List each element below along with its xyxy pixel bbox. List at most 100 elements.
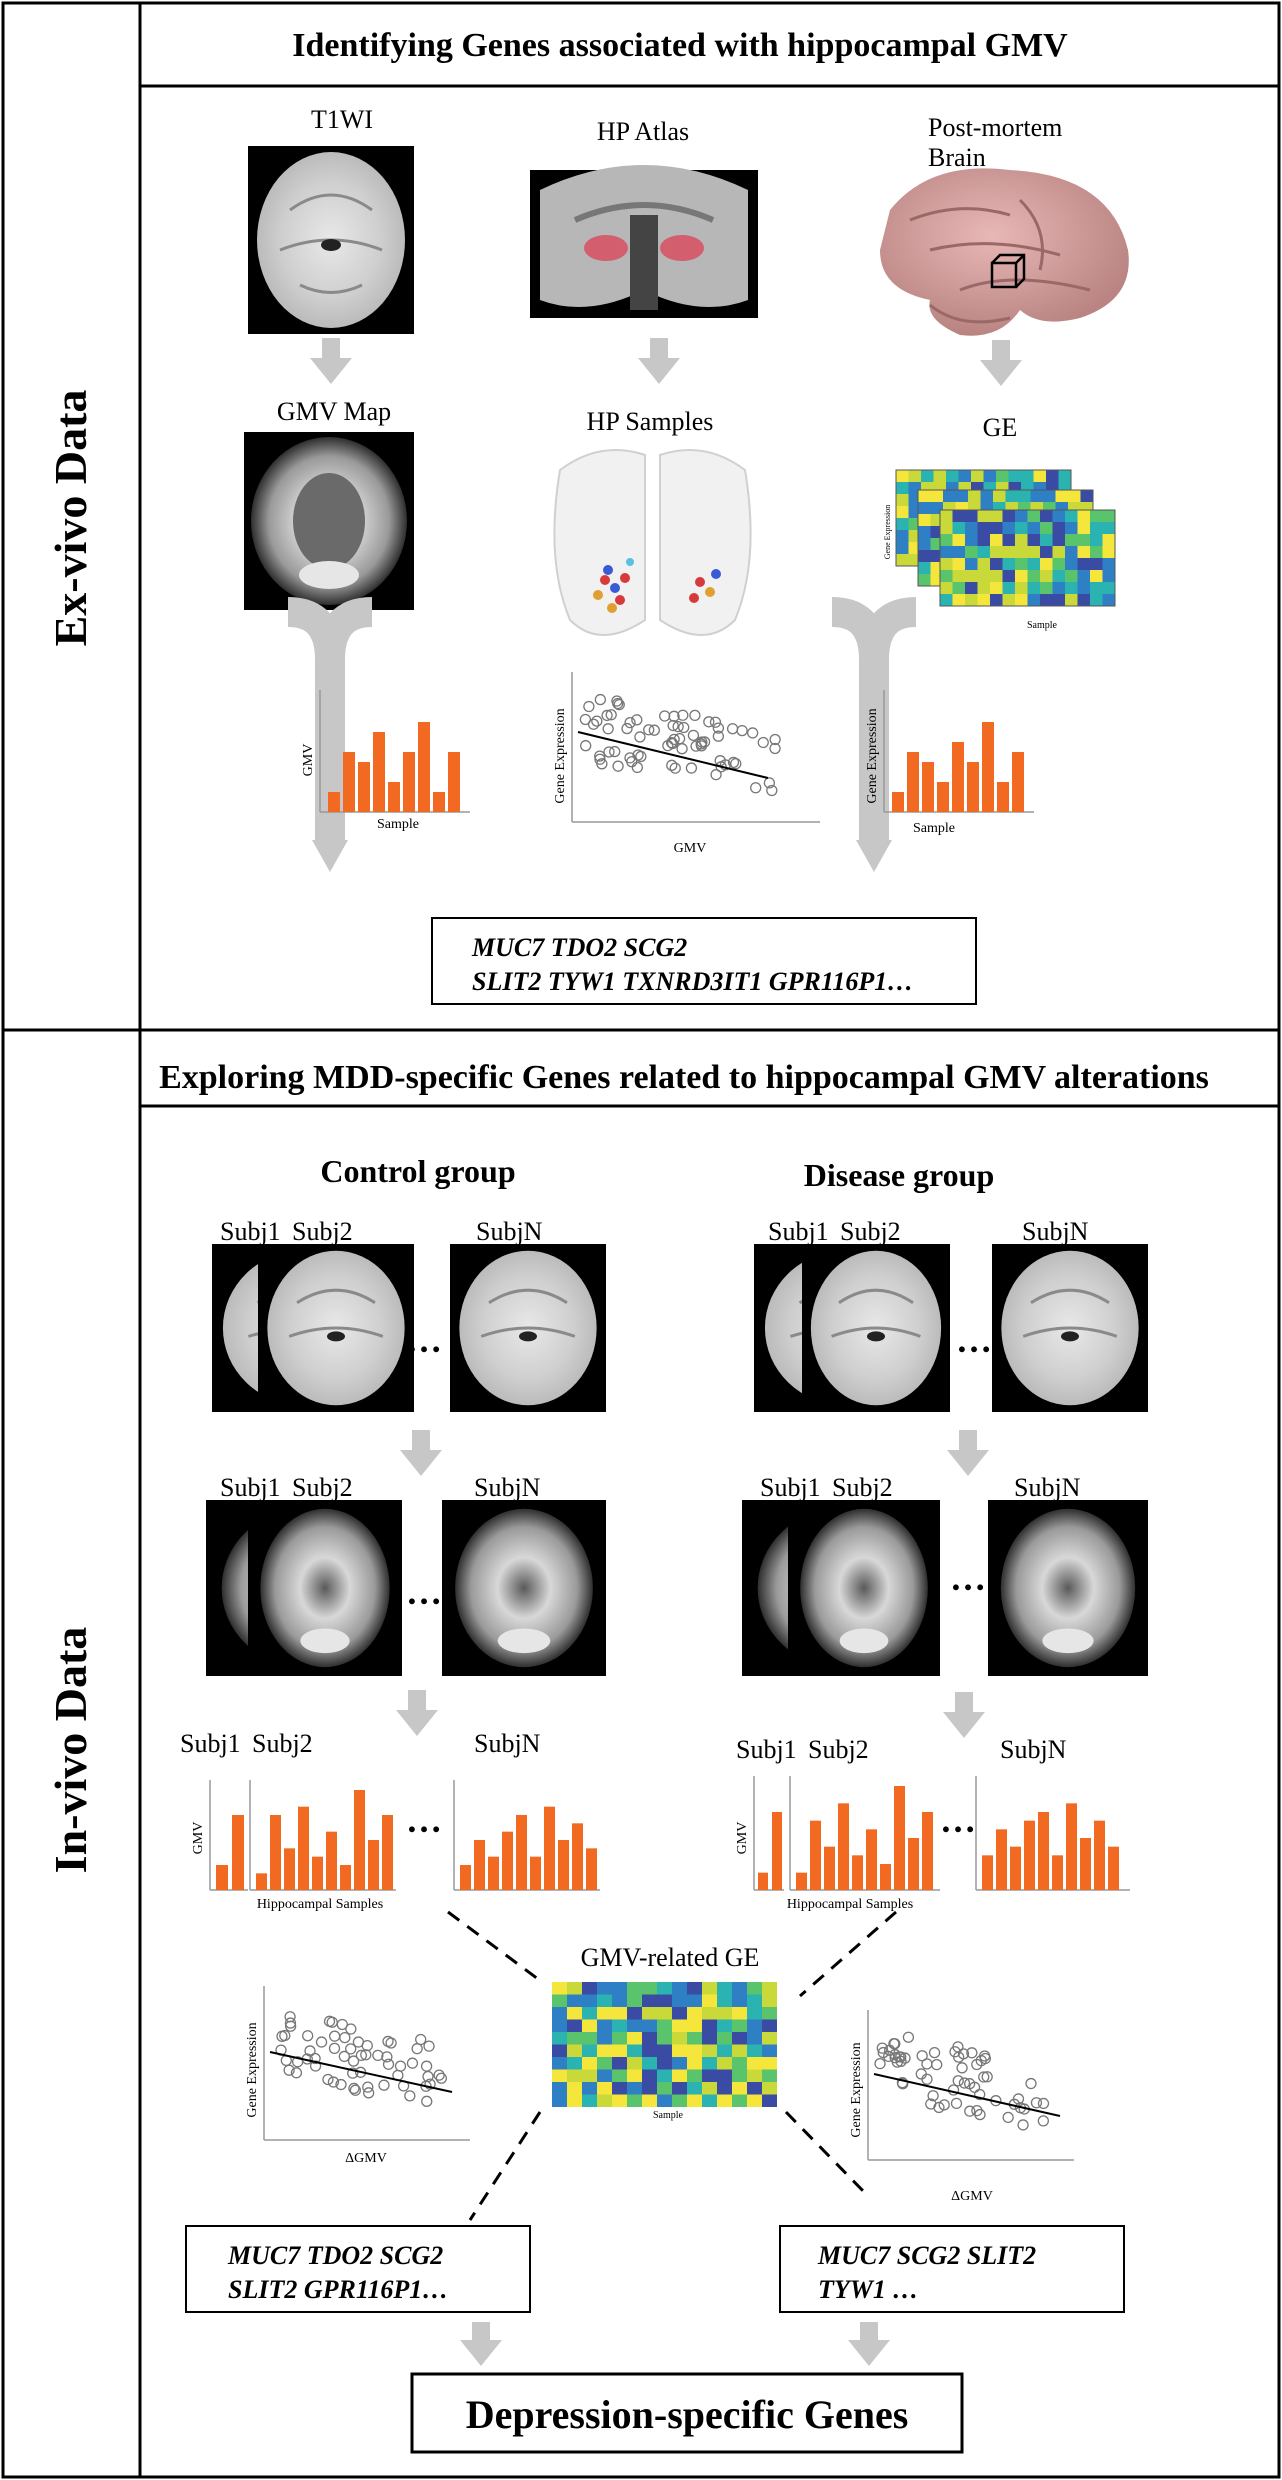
gmv-related-ge-cell [552, 1994, 567, 2007]
scatter-point [322, 2073, 334, 2086]
ge-stack-3-cell [977, 522, 990, 534]
scatter-point [891, 2056, 903, 2068]
ge-stack-3-cell [1040, 510, 1053, 522]
scatter-point [361, 2039, 373, 2052]
ge-stack-3-cell [1040, 570, 1053, 582]
control-sn-bar [586, 1848, 597, 1890]
gmv-related-ge-cell [567, 2044, 582, 2057]
ge-stack-3-cell [1077, 546, 1090, 558]
ge-stack-1-cell [971, 470, 984, 482]
scatter-point [602, 723, 614, 735]
scatter-point [594, 693, 607, 706]
scatter-point [591, 715, 603, 727]
ge-stack-3-cell [1102, 594, 1115, 606]
gmv-related-ge-cell [597, 2019, 612, 2032]
scatter-point [276, 2030, 288, 2042]
scatter-point [709, 716, 722, 728]
ge-stack-3-cell [1015, 594, 1028, 606]
gmv-related-ge-cell [642, 2094, 657, 2107]
control-subj2-t1-ventricle [327, 1331, 345, 1342]
ge-stack-3-cell [1090, 570, 1103, 582]
gmv-related-ge-cell [552, 1982, 567, 1995]
disease-s2-bar [838, 1803, 849, 1890]
scatter-point [345, 2043, 357, 2055]
scatter-point [601, 709, 613, 722]
ge-stack-3-cell [940, 522, 953, 534]
ge-stack-3-cell [965, 546, 978, 558]
scatter-point [435, 2072, 448, 2084]
gmv-related-ge-cell [687, 2032, 702, 2045]
ge-stack-1-cell [896, 518, 909, 530]
control-subj1-label-r1: Subj1 [220, 1217, 281, 1246]
exvivo-side-label: Ex-vivo Data [45, 390, 96, 647]
scatter-point [974, 2088, 986, 2101]
ge-stack-3-cell [965, 594, 978, 606]
scatter-point [587, 718, 600, 730]
scatter-point [596, 758, 608, 770]
gmv-related-ge-cell [582, 2057, 597, 2070]
ge-stack-3-cell [1065, 594, 1078, 606]
gmv-related-ge-cell [702, 2069, 717, 2082]
gmv-related-ge-cell [597, 2007, 612, 2020]
gmv-related-ge-cell [747, 2019, 762, 2032]
disease-subjn-label-r2: SubjN [1014, 1473, 1081, 1502]
gmv-related-ge-cell [612, 2082, 627, 2095]
scatter-point [624, 716, 636, 729]
control-subjn-t1-gyri [480, 1288, 576, 1338]
gmv-related-ge-cell [567, 1994, 582, 2007]
gmv-related-ge-cell [732, 2069, 747, 2082]
scatter-point [667, 719, 679, 732]
gmv-related-ge-cell [642, 2069, 657, 2082]
scatter-point [668, 733, 680, 746]
ge-stack-3-cell [940, 570, 953, 582]
gmv-related-ge-cell [582, 2032, 597, 2045]
right-scatter-xlabel: ΔGMV [951, 2189, 993, 2204]
ge-stack-3-cell [1090, 582, 1103, 594]
scatter-point [284, 2020, 297, 2032]
ge-stack-3-cell [1090, 558, 1103, 570]
hp-sample-dots-left [593, 558, 634, 613]
gmv-related-ge-cell [687, 2094, 702, 2107]
gmv-related-ge-cell [702, 2007, 717, 2020]
scatter-point [621, 722, 633, 735]
ge-stack-3-cell [1002, 510, 1015, 522]
ge-stack-3-cell [1065, 522, 1078, 534]
ge-stack-3-cell [977, 534, 990, 546]
gmv-related-ge-cell [567, 2019, 582, 2032]
scatter-point [928, 2046, 941, 2059]
ge-stack-3-cell [940, 582, 953, 594]
ge-stack-1-cell [1058, 470, 1071, 482]
gmv-related-ge-cell [657, 2032, 672, 2045]
scatter-point [382, 2058, 395, 2070]
ge-stack-3-cell [1102, 570, 1115, 582]
ge-stack-2-cell [968, 490, 981, 502]
gmv-related-ge-cell [702, 1982, 717, 1995]
gmv-related-ge-cell [747, 2032, 762, 2045]
scatter-point [1002, 2111, 1014, 2124]
scatter-point [666, 759, 678, 771]
hp-atlas-image [530, 165, 758, 318]
scatter-point [950, 2097, 963, 2110]
disease-s2-bar [810, 1820, 821, 1890]
gmv-related-ge-cell [552, 2032, 567, 2045]
scatter-point [1030, 2097, 1043, 2109]
disease-group-title: Disease group [804, 1157, 995, 1193]
ge-stack-3-cell [990, 546, 1003, 558]
gmv-related-ge-cell [717, 2057, 732, 2070]
gmv-related-ge-cell [702, 1994, 717, 2007]
disease-s1-bar [758, 1872, 768, 1890]
ge-stack-1-cell [896, 470, 909, 482]
scatter-point [336, 2018, 348, 2031]
ge-stack-3-cell [1027, 558, 1040, 570]
gmv-related-ge-cell [717, 2094, 732, 2107]
post-mortem-label-line2: Brain [928, 143, 986, 172]
ge-label: GE [983, 413, 1018, 442]
disease-bar-charts: GMV Hippocampal Samples … [735, 1776, 1130, 1912]
ge-stack-3-cell [1002, 594, 1015, 606]
ge-stack-3-cell [990, 594, 1003, 606]
ge-bar [982, 722, 994, 812]
ge-stack-3-cell [1065, 582, 1078, 594]
disease-sn-bar [1094, 1820, 1105, 1890]
ge-stack-3-cell [952, 522, 965, 534]
